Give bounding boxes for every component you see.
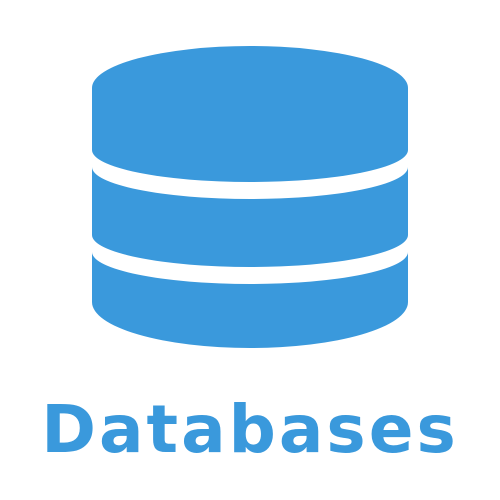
database-top-disk	[92, 46, 408, 182]
database-middle-disk	[92, 167, 408, 267]
database-bottom-disk	[92, 252, 408, 348]
logo-caption: Databases	[41, 391, 459, 468]
database-icon	[92, 46, 408, 348]
